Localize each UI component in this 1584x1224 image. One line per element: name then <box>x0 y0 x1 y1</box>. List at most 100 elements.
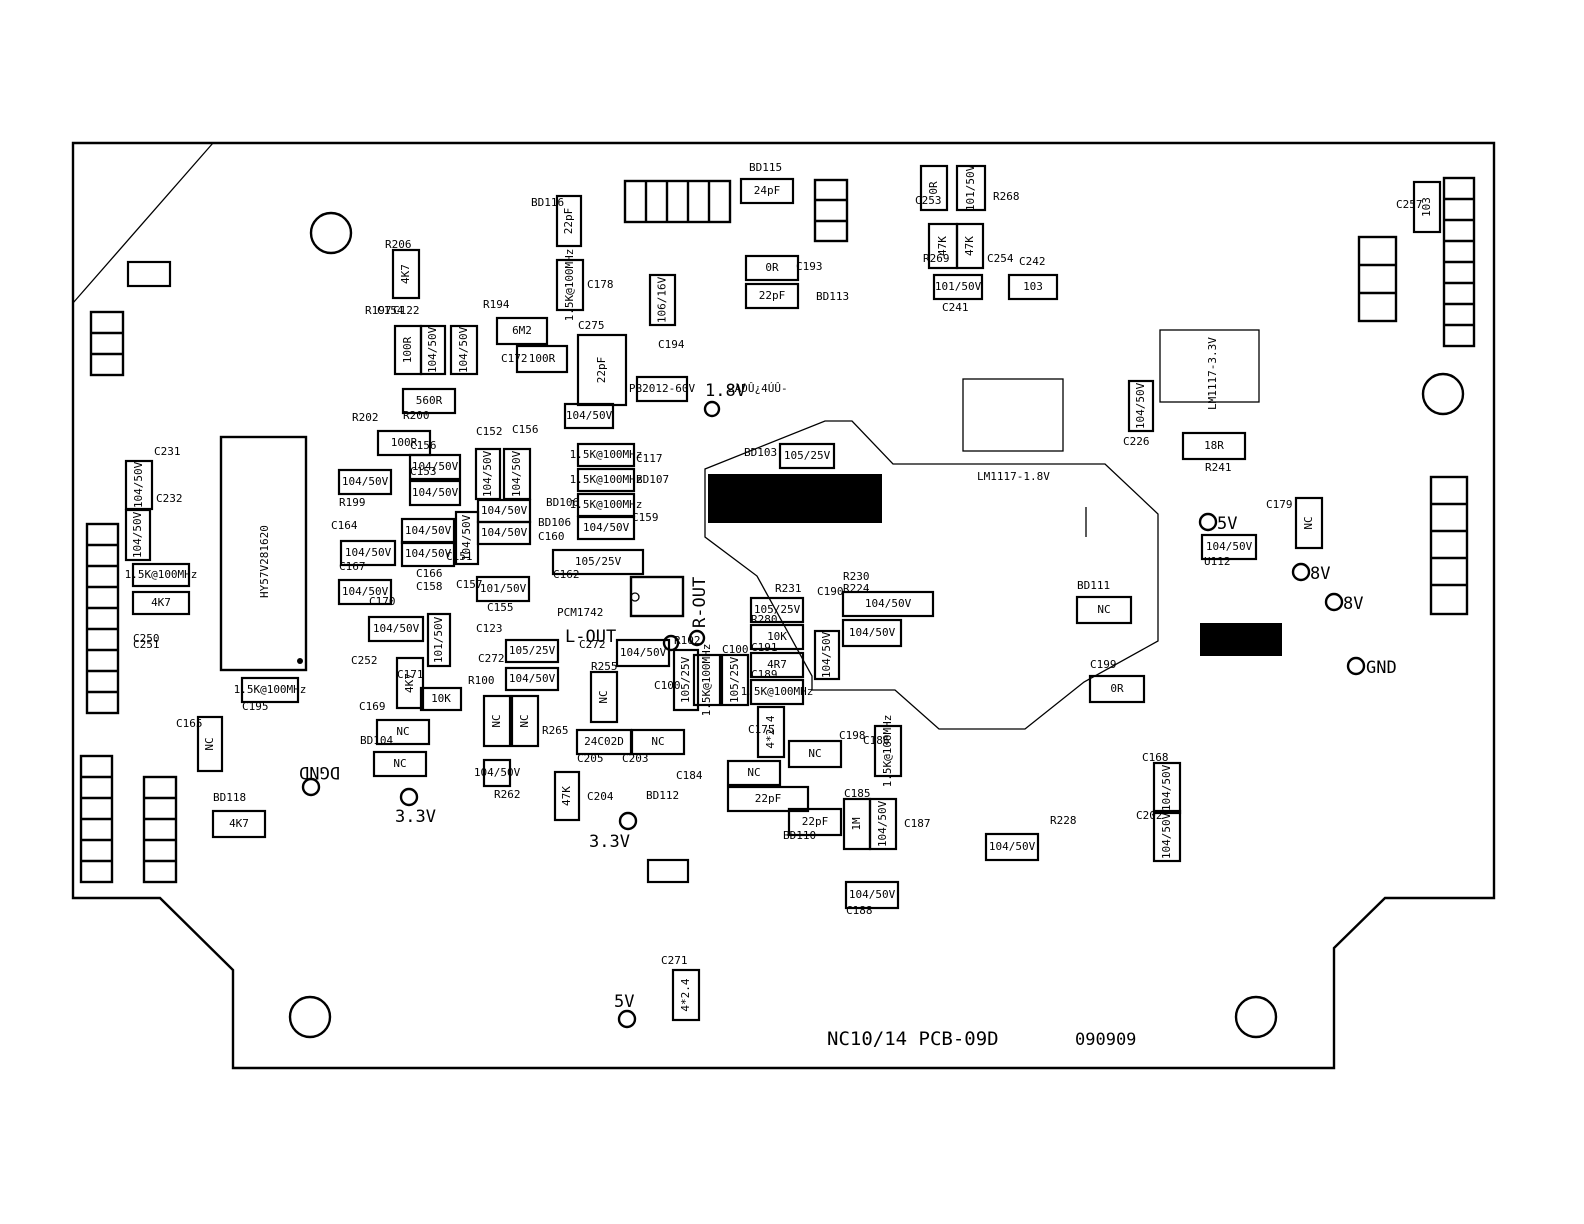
component-ref: C187 <box>904 817 931 830</box>
component-value: 6M2 <box>512 324 532 337</box>
test-point <box>662 634 680 652</box>
net-3v3-a: 3.3V <box>395 807 436 827</box>
component-ref: C165 <box>176 717 203 730</box>
component-body <box>482 758 512 788</box>
component-value: 22pF <box>562 208 575 235</box>
component-ref: C100 <box>654 679 681 692</box>
component-ref: C195 <box>242 700 269 713</box>
board-date: 090909 <box>1075 1030 1136 1050</box>
component-body <box>1412 180 1442 234</box>
component-value: 1.5K@100MHz <box>570 473 643 486</box>
component-value: 47K <box>963 236 976 256</box>
component-body <box>841 590 935 618</box>
component-body <box>919 164 949 212</box>
component-ref: BD115 <box>749 161 782 174</box>
component-ref: C186 <box>863 734 890 747</box>
component-body <box>375 718 431 746</box>
component-body <box>504 638 560 664</box>
dac-chip-label: PCM1742 <box>557 606 603 619</box>
component-ref: R241 <box>1205 461 1232 474</box>
component-value: 47K <box>560 786 573 806</box>
component-body <box>646 858 690 884</box>
component-value: 105/25V <box>575 555 622 568</box>
component-body <box>339 539 397 567</box>
component-value: 18R <box>1204 439 1224 452</box>
component-value: 101/50V <box>964 164 977 211</box>
component-value: 104/50V <box>342 585 389 598</box>
header-top-3pin <box>813 178 849 243</box>
component-value: 105/25V <box>728 656 741 703</box>
component-value: 0R <box>765 261 779 274</box>
component-value: 24C02D <box>584 735 624 748</box>
component-value: 0R <box>1110 682 1124 695</box>
component-body <box>555 194 583 248</box>
header-right-top-a <box>1357 235 1398 323</box>
component-body <box>1152 809 1182 863</box>
component-body <box>868 797 898 851</box>
component-body <box>844 880 900 910</box>
component-value: NC <box>597 690 610 703</box>
component-ref: C151 <box>446 550 473 563</box>
component: 18R R241 <box>1181 431 1247 474</box>
component-ref: C156 <box>512 423 539 436</box>
component-ref: C205 <box>577 752 604 765</box>
component-body <box>391 248 421 300</box>
component-ref: C271 <box>661 954 688 967</box>
component-value: 24pF <box>754 184 781 197</box>
component-value: 104/50V <box>412 486 459 499</box>
component-body <box>692 653 722 707</box>
component-value: NC <box>203 737 216 750</box>
component-ref: C190 <box>817 585 844 598</box>
component-ref: C198 <box>839 729 866 742</box>
component-value: 104/50V <box>1206 540 1253 553</box>
header-top-5pin <box>623 179 732 224</box>
component-ref: C178 <box>587 278 614 291</box>
component-ref: C159 <box>632 511 659 524</box>
component-ref: R231 <box>775 582 802 595</box>
test-point <box>301 777 321 797</box>
component-ref: C203 <box>622 752 649 765</box>
component-value: 4*2.4 <box>764 715 777 748</box>
component-value: 105/25V <box>754 603 801 616</box>
component-body <box>1152 761 1182 815</box>
component-ref: R255 <box>591 660 618 673</box>
component-value: 105/25V <box>784 449 831 462</box>
component-value: 104/50V <box>620 646 667 659</box>
component-ref: C172 <box>501 352 528 365</box>
component-body <box>1181 431 1247 461</box>
component-ref: C272 <box>478 652 505 665</box>
component-ref: BD107 <box>636 473 669 486</box>
component-ref: BD116 <box>531 196 564 209</box>
component-value: 104/50V <box>373 622 420 635</box>
component-value: 104/50V <box>1160 764 1173 811</box>
component-ref: C169 <box>359 700 386 713</box>
component-body <box>778 442 836 470</box>
component-ref: C251 <box>133 638 160 651</box>
component-ref: C184 <box>676 769 703 782</box>
component-body <box>449 324 479 376</box>
component-body <box>553 770 581 822</box>
component-body <box>984 832 1040 862</box>
component-body <box>955 222 985 270</box>
component-ref: C100 <box>722 643 749 656</box>
component <box>646 858 690 884</box>
component-body <box>515 344 569 374</box>
component: 105/25V R231 <box>749 582 805 624</box>
component-body <box>630 728 686 756</box>
